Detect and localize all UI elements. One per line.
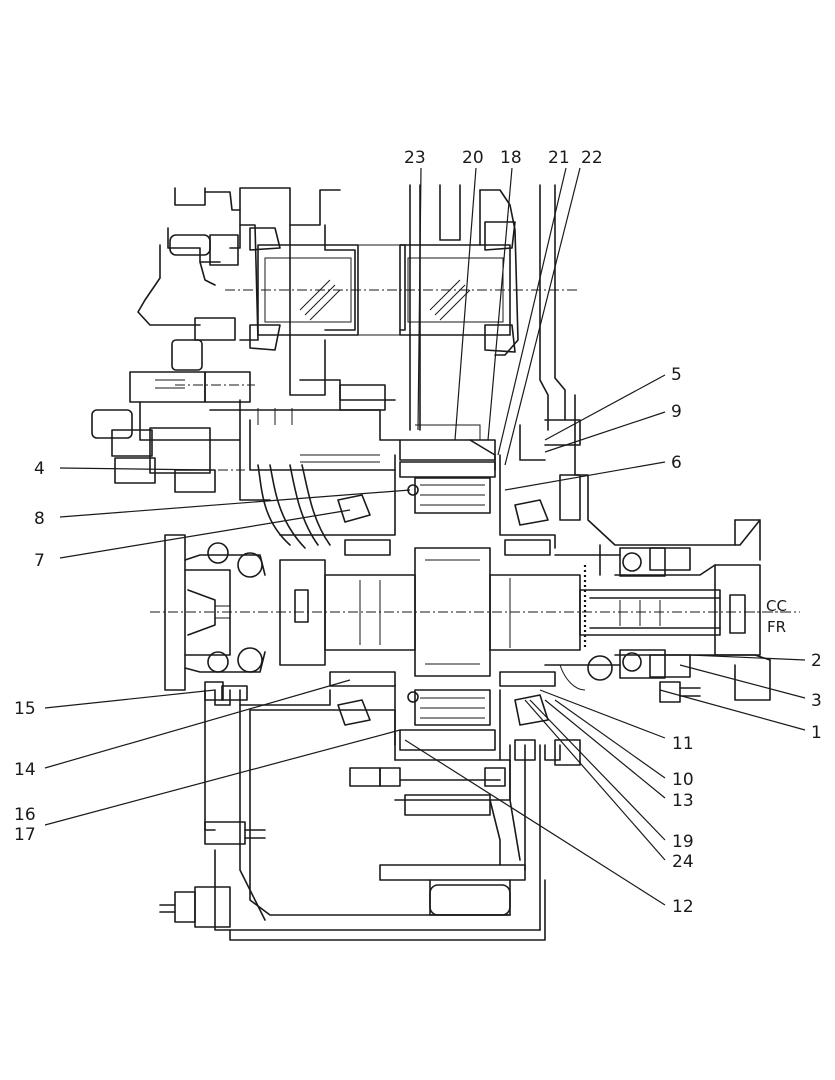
callout-labels: 23 20 18 21 22 5 9 6 4 8 7 2 3 1 15 11 1… [14,148,822,917]
rotation-letters: FR [767,618,786,636]
callout-8: 8 [34,509,45,529]
callout-19: 19 [672,832,694,852]
main-shaft-assembly [150,534,790,691]
rotation-direction-marks: CC FR [745,597,800,636]
callout-11: 11 [672,734,694,754]
control-valve-block [91,234,401,549]
callout-13: 13 [672,791,694,811]
callout-17: 17 [14,825,36,845]
upper-gear-pair [225,221,580,353]
callout-16: 16 [14,805,36,825]
callout-5: 5 [671,365,682,385]
clutch-drum [279,424,613,816]
callout-6: 6 [671,453,682,473]
callout-18: 18 [500,148,522,168]
callout-10: 10 [672,770,694,790]
callout-3: 3 [811,691,822,711]
callout-21: 21 [548,148,570,168]
callout-15: 15 [14,699,36,719]
callout-9: 9 [671,402,682,422]
right-bearings [519,419,691,691]
leader-lines [44,167,806,906]
callout-4: 4 [34,459,45,479]
rotation-symbols: CC [766,597,787,615]
lower-housing [159,681,701,941]
callout-7: 7 [34,551,45,571]
callout-20: 20 [462,148,484,168]
callout-12: 12 [672,897,694,917]
callout-23: 23 [404,148,426,168]
callout-22: 22 [581,148,603,168]
callout-24: 24 [672,852,694,872]
housing-outline [137,184,771,701]
callout-1: 1 [811,723,822,743]
callout-2: 2 [811,651,822,671]
callout-14: 14 [14,760,36,780]
